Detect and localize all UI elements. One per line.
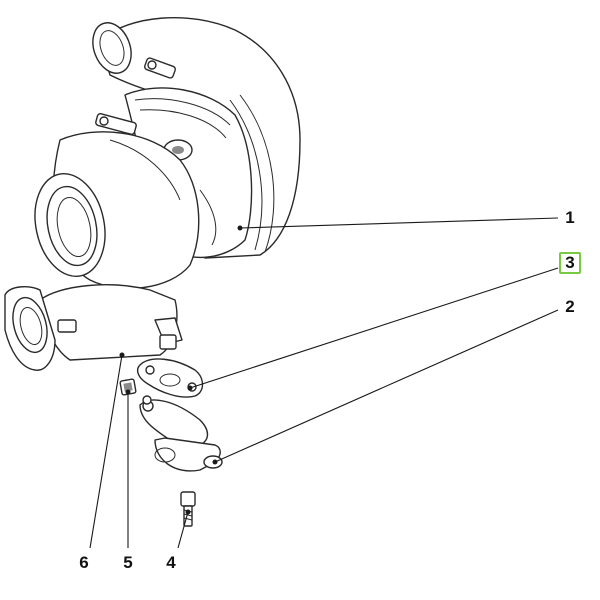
bolt [180,491,196,527]
leader-4 [177,511,189,549]
leader-2 [214,309,559,463]
leader-lines [89,217,559,549]
callout-5[interactable]: 5 [123,553,133,572]
nut [119,378,137,396]
callout-2[interactable]: 2 [565,297,575,316]
drain-flange-pipe [139,395,223,472]
gasket [136,358,204,398]
callout-4[interactable]: 4 [166,553,176,572]
turbine-housing [34,131,200,300]
leader-1 [239,217,559,229]
exhaust-elbow [4,284,183,371]
callout-1[interactable]: 1 [565,208,575,227]
callout-6[interactable]: 6 [79,553,89,572]
callout-3[interactable]: 3 [559,252,581,274]
leader-6 [89,354,123,549]
leader-3 [189,267,559,389]
